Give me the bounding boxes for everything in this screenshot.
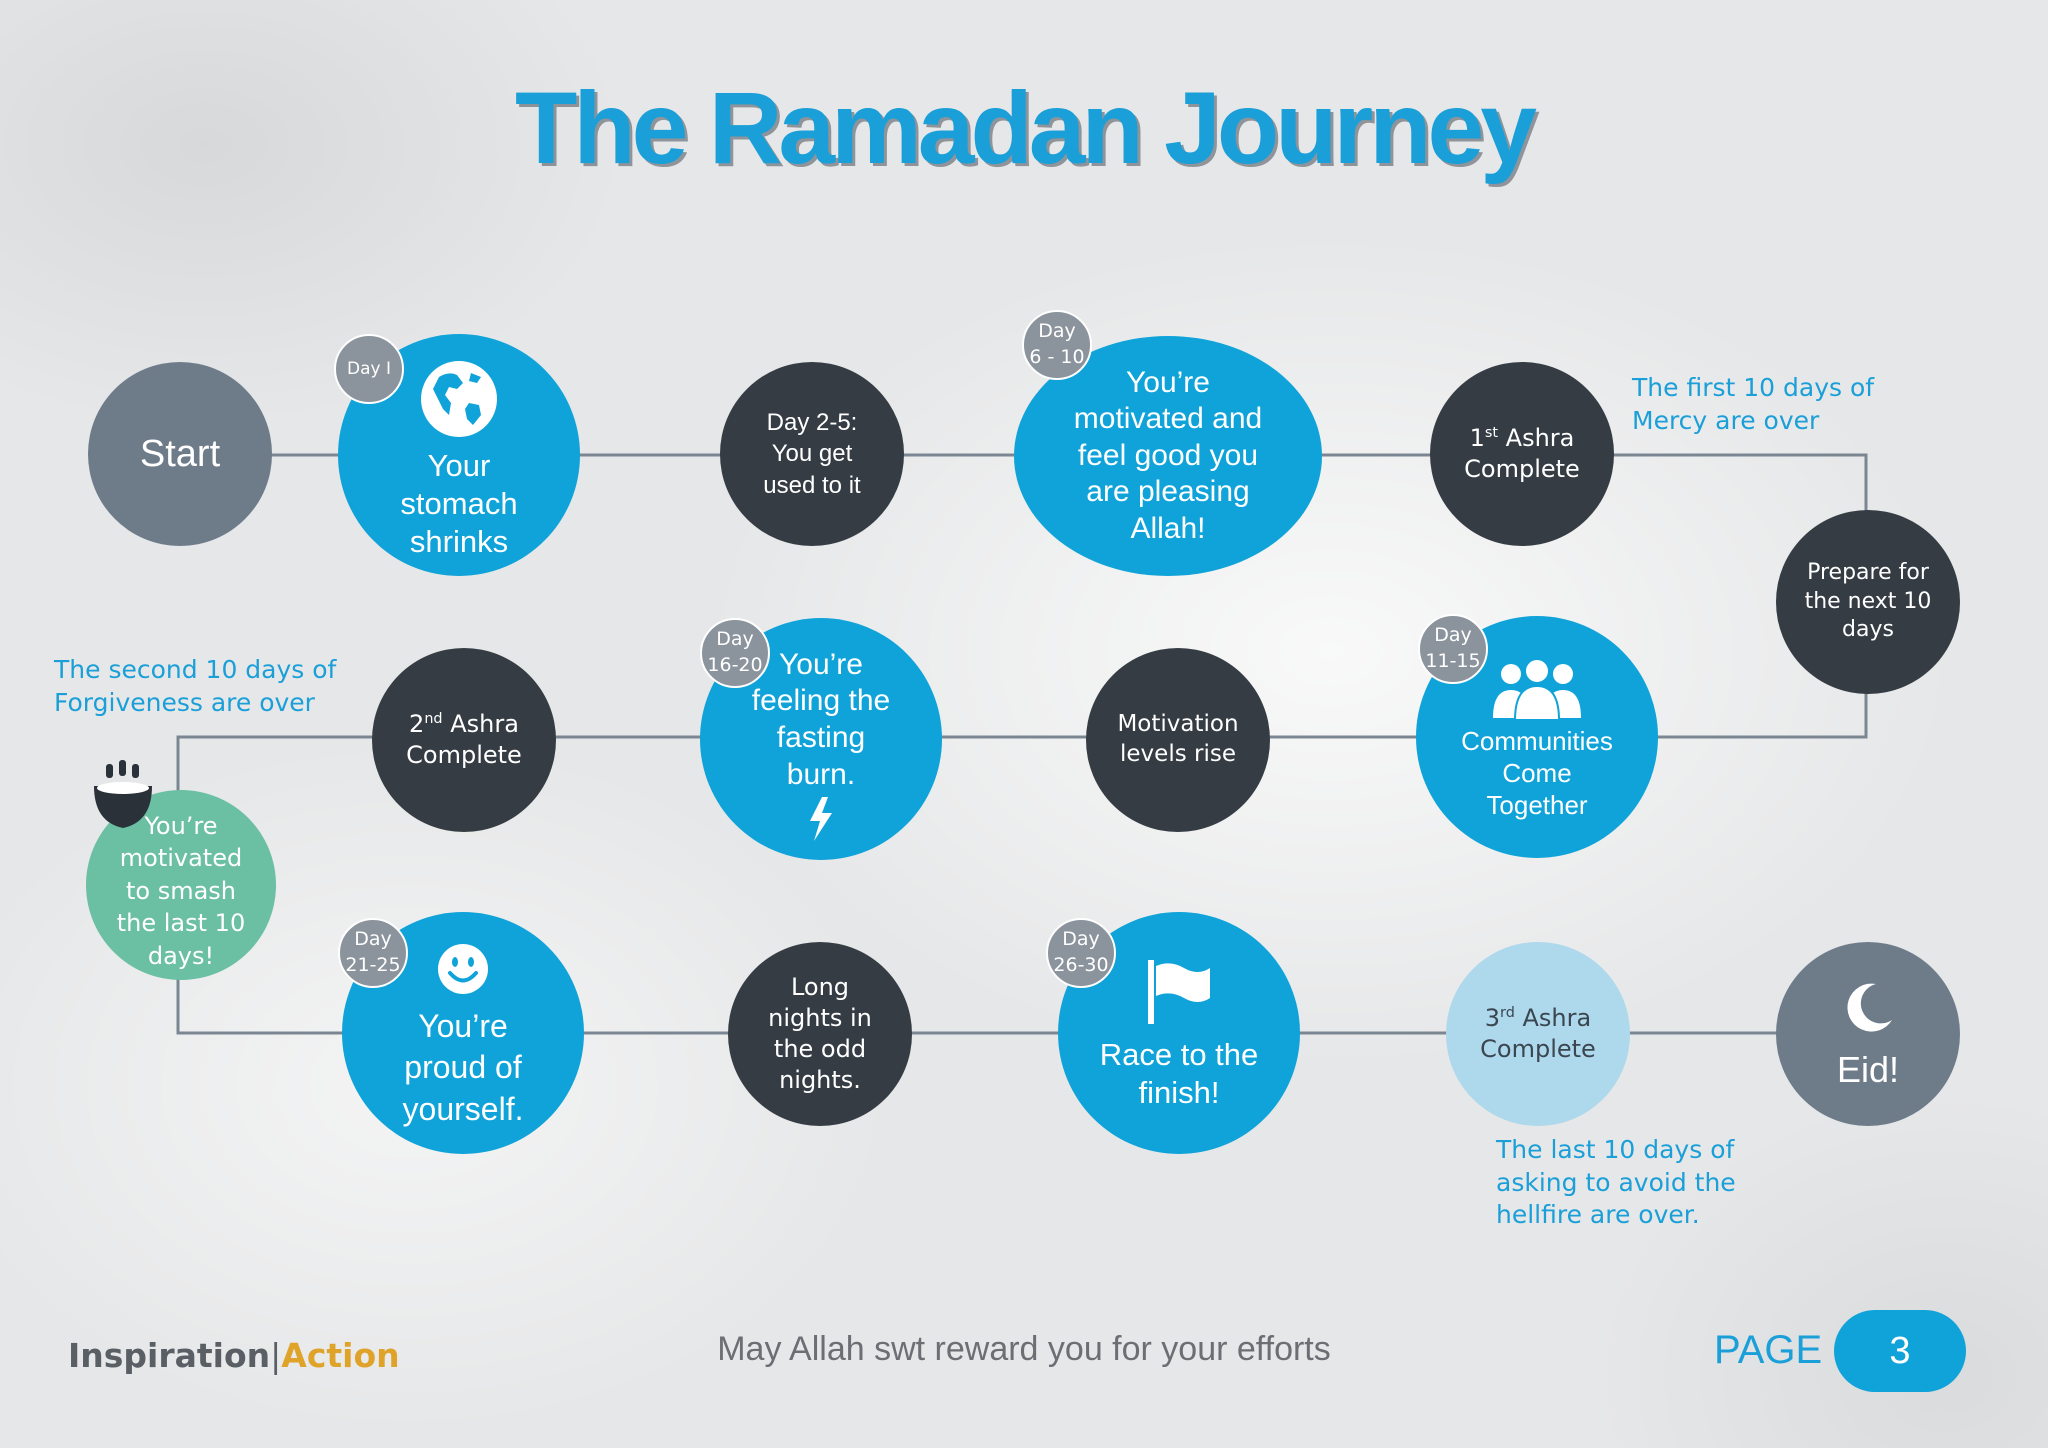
race-text: Race to the finish! [1099,1037,1259,1110]
first-ashra-node: 1st Ashra Complete [1430,362,1614,546]
motivation-rise-node: Motivation levels rise [1086,648,1270,832]
race-node: Race to the finish! [1058,912,1300,1154]
hellfire-note: The last 10 days of asking to avoid the … [1496,1135,1736,1229]
group-icon [1493,658,1581,721]
smash-text: You’re motivated to smash the last 10 da… [116,812,246,970]
flag-icon [1148,960,1210,1025]
second-ashra-node: 2nd Ashra Complete [372,648,556,832]
proud-text: You’re proud of yourself. [402,1007,524,1127]
eid-node: Eid! [1776,942,1960,1126]
start-label: Start [139,432,221,475]
stomach-shrinks-text: Your stomach shrinks [400,448,518,559]
day-2-5-node: Day 2-5: You get used to it [720,362,904,546]
page-label: PAGE [1714,1328,1823,1372]
fasting-burn-text: You’re feeling the fasting burn. [751,647,891,791]
long-nights-node: Long nights in the odd nights. [728,942,912,1126]
page-number-badge: 3 [1834,1310,1966,1392]
mercy-note: The first 10 days of Mercy are over [1632,373,1875,435]
first-ashra-text: 1st Ashra Complete [1464,423,1580,483]
third-ashra-text: 3rd Ashra Complete [1480,1003,1596,1063]
motivated-text: You’re motivated and feel good you are p… [1073,365,1263,545]
prepare-text: Prepare for the next 10 days [1804,560,1932,643]
start-node: Start [88,362,272,546]
day-badge: Day I [334,334,404,404]
footer-tagline: May Allah swt reward you for your effort… [717,1330,1331,1368]
motivation-rise-text: Motivation levels rise [1117,711,1239,767]
forgiveness-note: The second 10 days of Forgiveness are ov… [54,655,337,717]
brand-logo: Inspiration|Action [68,1336,400,1375]
fasting-burn-node: You’re feeling the fasting burn. [700,618,942,860]
eid-label: Eid! [1836,1049,1900,1091]
smiley-icon [438,943,488,994]
communities-text: Communities Come Together [1461,726,1613,820]
second-ashra-text: 2nd Ashra Complete [406,709,522,769]
bowl-icon [94,760,152,828]
prepare-node: Prepare for the next 10 days [1776,510,1960,694]
communities-node: Communities Come Together [1416,616,1658,858]
crescent-moon-icon [1847,983,1892,1032]
page-title: The Ramadan Journey [515,71,1537,185]
globe-icon [421,361,497,438]
long-nights-text: Long nights in the odd nights. [768,972,872,1095]
third-ashra-node: 3rd Ashra Complete [1446,942,1630,1126]
lightning-icon [810,797,832,842]
day-2-5-text: Day 2-5: You get used to it [763,409,861,499]
